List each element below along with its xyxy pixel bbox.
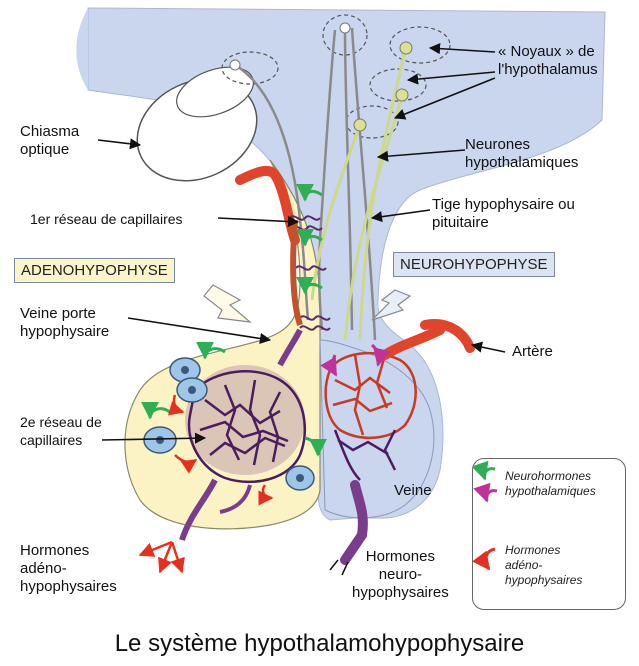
adeno-hormones-label: Hormones adéno- hypophysaires <box>20 542 117 596</box>
adeno-hormones-line2: adéno- <box>20 560 117 578</box>
nuclei-label: « Noyaux » de l'hypothalamus <box>498 43 598 79</box>
neuro-hormones-line2: neuro- <box>352 566 449 584</box>
artery-label: Artère <box>512 343 553 361</box>
portal-vein-label-line2: hypophysaire <box>20 323 109 341</box>
neuro-hormones-label: Hormones neuro- hypophysaires <box>352 548 449 602</box>
adenohypophysis-label: ADENOHYPOPHYSE <box>14 258 175 283</box>
neuro-hormones-line1: Hormones <box>352 548 449 566</box>
nuclei-label-line2: l'hypothalamus <box>498 61 598 79</box>
legend-neurohormones: Neurohormones hypothalamiques <box>505 469 596 499</box>
chiasma-label-line2: optique <box>20 141 79 159</box>
adeno-pointer <box>204 285 250 322</box>
second-capillary-label-line2: capillaires <box>20 431 102 449</box>
chiasma-label-line1: Chiasma <box>20 123 79 141</box>
legend-adeno-hormones: Hormones adéno- hypophysaires <box>505 543 582 588</box>
neurons-label-line2: hypothalamiques <box>465 154 578 172</box>
adeno-hormones-line3: hypophysaires <box>20 578 117 596</box>
neurons-label-line1: Neurones <box>465 136 578 154</box>
second-capillary-label: 2e réseau de capillaires <box>20 413 102 449</box>
nuclei-label-line1: « Noyaux » de <box>498 43 598 61</box>
portal-vein-label-line1: Veine porte <box>20 305 109 323</box>
neurons-label: Neurones hypothalamiques <box>465 136 578 172</box>
legend-adeno-line2: adéno- <box>505 558 582 573</box>
adeno-hormones-line1: Hormones <box>20 542 117 560</box>
first-capillary-label: 1er réseau de capillaires <box>30 210 183 228</box>
legend-adeno-line3: hypophysaires <box>505 573 582 588</box>
neurohypophysis-label: NEUROHYPOPHYSE <box>393 252 555 277</box>
second-capillary-label-line1: 2e réseau de <box>20 413 102 431</box>
diagram-title: Le système hypothalamohypophysaire <box>0 630 639 658</box>
legend-neurohormones-line1: Neurohormones <box>505 469 596 484</box>
neuro-hormones-line3: hypophysaires <box>352 584 449 602</box>
legend-box: Neurohormones hypothalamiques Hormones a… <box>472 458 626 610</box>
chiasma-label: Chiasma optique <box>20 123 79 159</box>
stalk-label: Tige hypophysaire ou pituitaire <box>432 196 575 232</box>
stalk-label-line2: pituitaire <box>432 214 575 232</box>
portal-vein-label: Veine porte hypophysaire <box>20 305 109 341</box>
vein-label: Veine <box>394 482 432 500</box>
stalk-label-line1: Tige hypophysaire ou <box>432 196 575 214</box>
legend-adeno-line1: Hormones <box>505 543 582 558</box>
legend-neurohormones-line2: hypothalamiques <box>505 484 596 499</box>
